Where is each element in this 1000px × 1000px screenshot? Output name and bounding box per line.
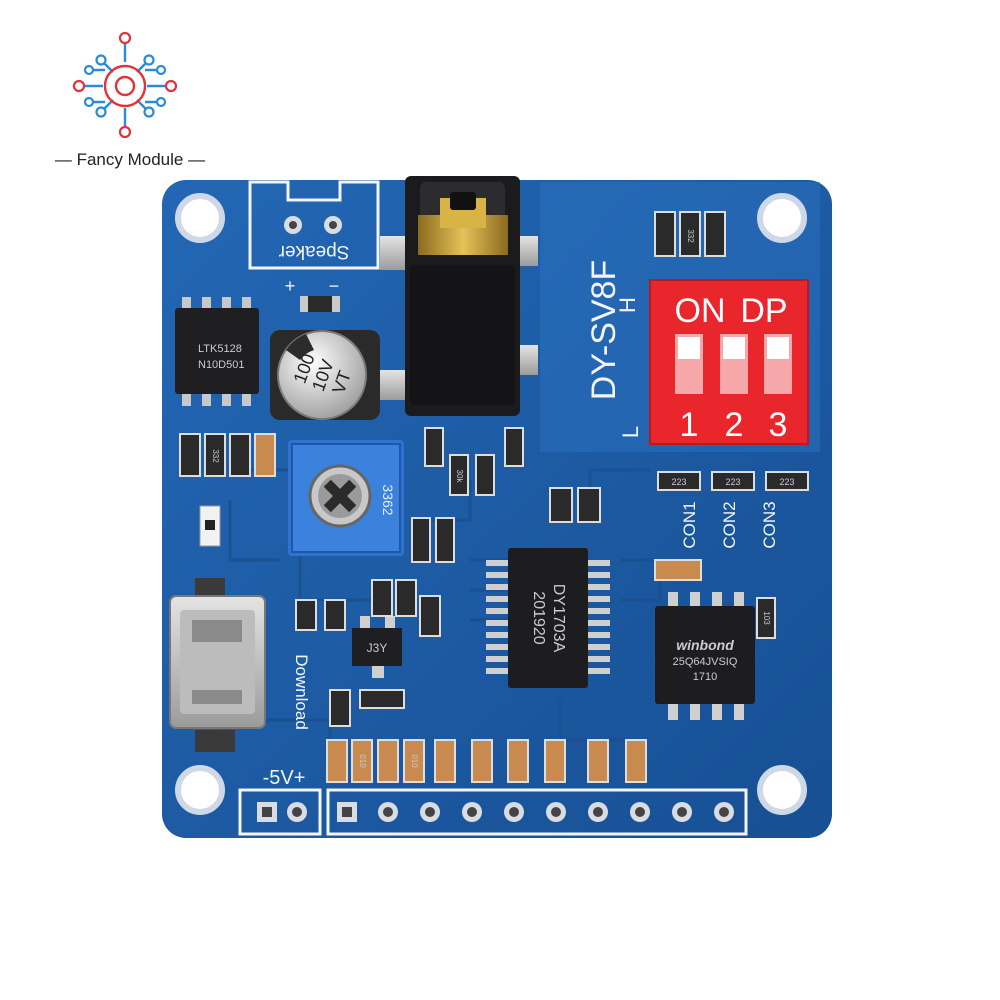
dip-header-dp: DP [740, 292, 787, 330]
flash-chip: winbond 25Q64JVSIQ 1710 [655, 592, 755, 720]
power-pin-header[interactable] [238, 788, 322, 836]
resistor-223-c: 223 [779, 477, 794, 487]
brand-name: — Fancy Module — [54, 150, 206, 169]
dip-header-on: ON [675, 292, 726, 330]
resistor-30k: 30k [455, 470, 464, 484]
resistor-332-top: 332 [686, 229, 695, 243]
amp-chip-line2: N10D501 [198, 359, 244, 371]
download-label: Download [292, 654, 311, 730]
resistor-103: 103 [762, 611, 771, 625]
flash-chip-line2: 25Q64JVSIQ [673, 656, 738, 668]
power-label: -5V+ [263, 767, 306, 789]
speaker-label: Speaker [278, 241, 349, 262]
speaker-minus-label: − [329, 276, 340, 296]
channel-h-label: H [615, 297, 640, 313]
flash-chip-line1: winbond [676, 637, 734, 653]
flash-chip-line3: 1710 [693, 671, 717, 683]
resistor-row-left: 332 [179, 433, 276, 477]
con1-label: CON1 [680, 501, 699, 548]
dip-toggle-3[interactable] [764, 334, 792, 394]
io-pin-header[interactable] [326, 788, 748, 836]
electrolytic-capacitor: 100 10V VT [270, 330, 380, 420]
audio-jack [380, 176, 538, 416]
resistor-223-b: 223 [725, 477, 740, 487]
trimpot-code: 3362 [380, 484, 396, 515]
dip-position-2: 2 [725, 406, 744, 444]
dip-position-1: 1 [680, 406, 699, 444]
regulator-code: J3Y [367, 641, 388, 655]
voltage-regulator: J3Y [352, 616, 402, 678]
speaker-connector: Speaker + − [248, 180, 380, 296]
amp-chip-line1: LTK5128 [198, 343, 242, 355]
resistor-010-a: 010 [358, 754, 367, 768]
resistor-row-dip: 223 223 223 [657, 471, 809, 491]
resistor-row-bottom: 010 010 [326, 739, 647, 783]
main-chip: DY1703A 201920 [486, 548, 610, 688]
main-chip-line1: DY1703A [550, 584, 567, 653]
circuit-node-logo-icon [72, 31, 178, 139]
con3-label: CON3 [760, 501, 779, 548]
dip-position-3: 3 [769, 406, 788, 444]
resistor-332-left: 332 [211, 449, 220, 463]
channel-l-label: L [618, 426, 643, 438]
micro-usb-port[interactable] [169, 578, 266, 752]
resistor-array-top: 332 [654, 211, 726, 257]
main-chip-line2: 201920 [530, 591, 547, 644]
dip-switch[interactable]: ON DP 1 2 3 [649, 279, 809, 445]
resistor-223-a: 223 [671, 477, 686, 487]
trimmer-potentiometer[interactable]: 3362 [288, 440, 404, 556]
amplifier-chip: LTK5128 N10D501 [175, 297, 259, 406]
con2-label: CON2 [720, 501, 739, 548]
resistor-010-b: 010 [410, 754, 419, 768]
board-model: DY-SV8F [585, 260, 623, 400]
mounting-holes [175, 193, 807, 815]
speaker-plus-label: + [285, 276, 296, 296]
dip-toggle-1[interactable] [675, 334, 703, 394]
dip-toggle-2[interactable] [720, 334, 748, 394]
